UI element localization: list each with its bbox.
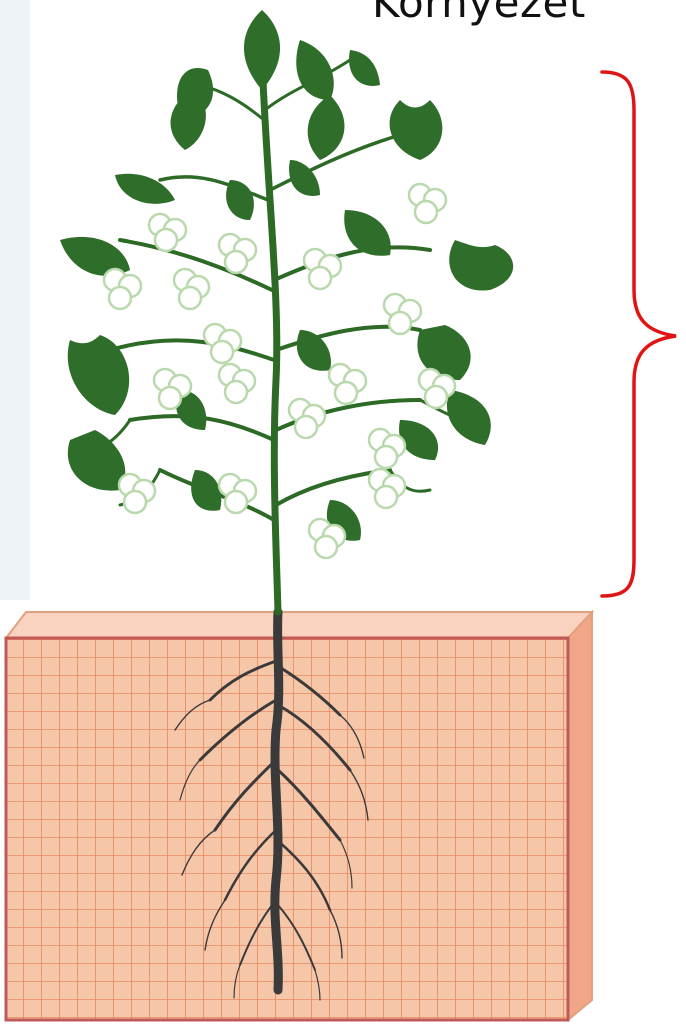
- environment-label: Környezet: [372, 0, 586, 27]
- soil-front-face: [6, 638, 568, 1020]
- soil-side-face: [568, 612, 592, 1020]
- cotton-boll: [204, 324, 241, 363]
- soil-top-face: [6, 612, 592, 638]
- cotton-boll: [219, 364, 255, 403]
- cotton-boll: [289, 399, 325, 438]
- cotton-boll: [119, 474, 155, 513]
- cotton-boll: [174, 269, 209, 309]
- cotton-boll: [104, 269, 141, 309]
- cotton-boll: [409, 184, 446, 223]
- plant-icon: [60, 10, 513, 612]
- cotton-boll: [329, 364, 366, 404]
- cotton-boll: [219, 234, 256, 273]
- brace-icon: [602, 72, 676, 596]
- soil-block-icon: [6, 612, 592, 1020]
- cotton-boll: [369, 469, 405, 508]
